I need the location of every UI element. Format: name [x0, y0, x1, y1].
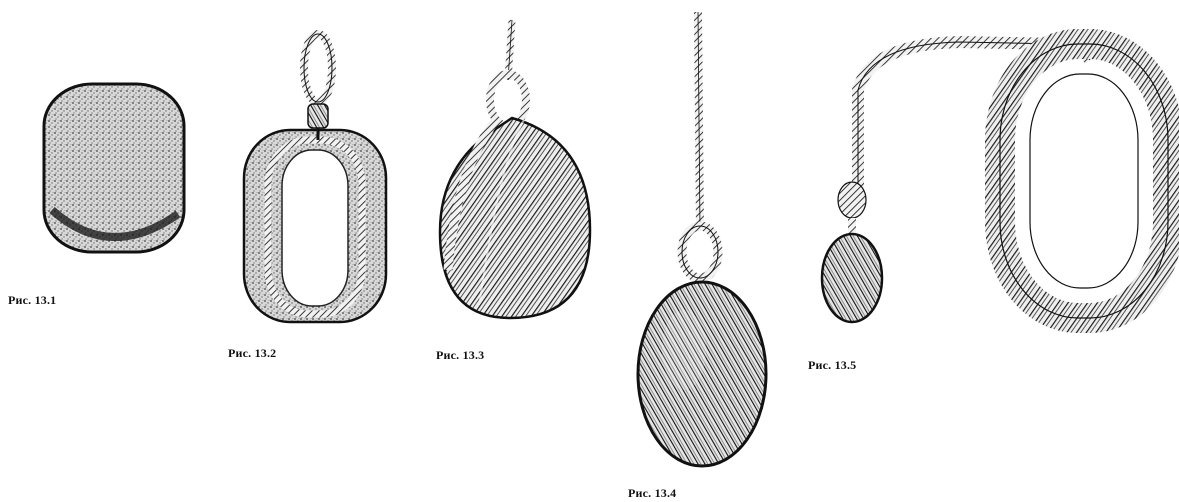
figure-caption-13-3: Рис. 13.3 [436, 348, 484, 363]
figure-13-3-woven-fender [440, 20, 590, 318]
figure-13-5-heaving-line-coil [822, 42, 1168, 322]
figure-caption-13-2: Рис. 13.2 [228, 346, 276, 361]
figure-caption-13-4: Рис. 13.4 [628, 486, 676, 501]
figure-caption-13-1: Рис. 13.1 [8, 293, 56, 308]
figure-13-1-fender-pad [44, 84, 184, 252]
figure-caption-13-5: Рис. 13.5 [808, 358, 856, 373]
figure-13-2-rope-fender [244, 34, 386, 322]
figure-13-4-heaving-line-knot [638, 12, 766, 466]
